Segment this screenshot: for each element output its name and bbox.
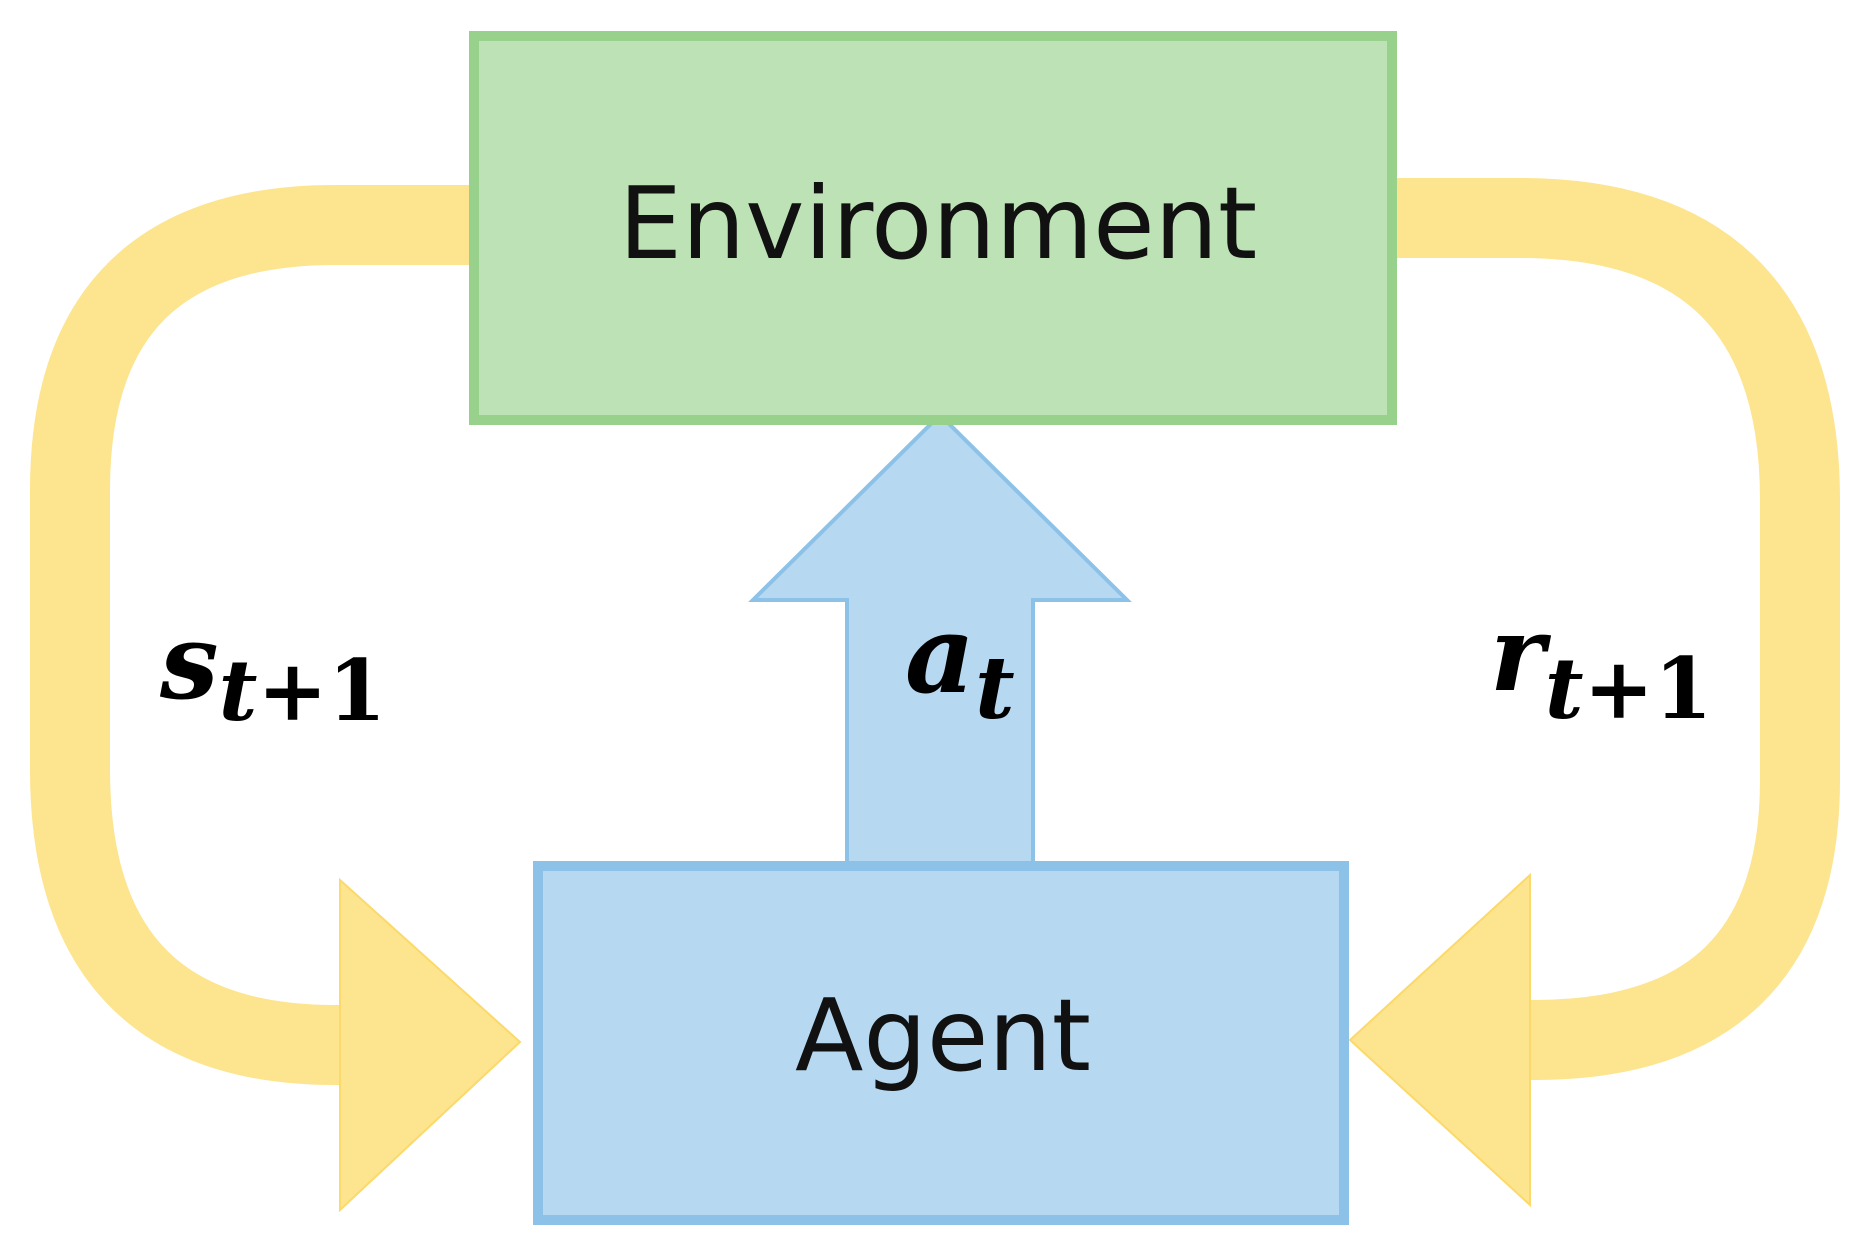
agent-box (533, 861, 1349, 1225)
action-label: at (905, 592, 1015, 739)
reward-loop-arrow-head (1348, 872, 1531, 1208)
action-label-sub-var: t (975, 638, 1015, 739)
state-label-base: s (159, 600, 219, 723)
state-loop-arrow-body (30, 185, 470, 1085)
state-label-sub-var: t (219, 641, 258, 740)
action-label-base: a (905, 592, 975, 718)
agent-node: Agent (533, 861, 1349, 1225)
reward-label-base: r (1490, 592, 1552, 715)
state-label-sub-rest: +1 (257, 641, 386, 740)
state-loop-arrow-head (339, 877, 522, 1213)
state-label: st+1 (159, 600, 386, 740)
reward-loop-arrow-body (1390, 178, 1840, 1080)
reward-label: rt+1 (1490, 592, 1712, 738)
state-loop-arrow (30, 185, 522, 1213)
action-arrow (748, 412, 1132, 870)
agent-label: Agent (795, 977, 1091, 1094)
reward-label-sub-var: t (1545, 639, 1584, 738)
environment-label: Environment (619, 165, 1258, 282)
reward-label-sub-rest: +1 (1584, 639, 1713, 738)
environment-box (469, 31, 1397, 425)
environment-node: Environment (469, 31, 1397, 425)
action-arrow-shape (748, 412, 1132, 870)
reward-loop-arrow (1348, 178, 1840, 1208)
